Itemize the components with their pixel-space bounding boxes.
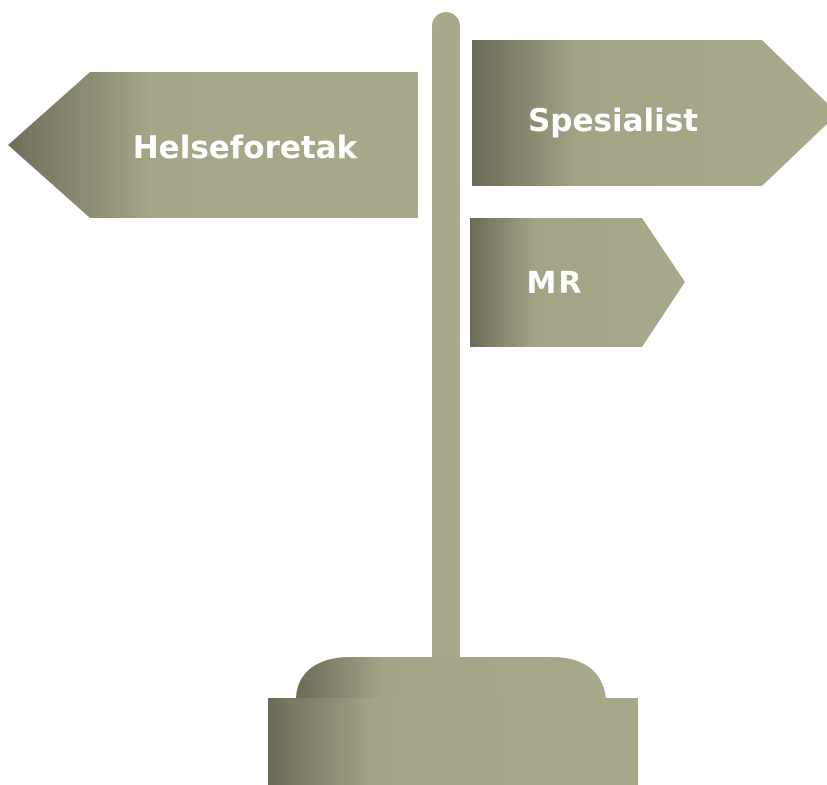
sign-right-top-board [472,40,827,186]
sign-right-bottom-label: MR [527,266,584,301]
signpost-base-top [296,657,606,700]
sign-right-top-label: Spesialist [528,103,698,139]
sign-right-bottom: MR [470,218,685,347]
signpost-pole [432,12,460,692]
signpost-base [268,657,638,785]
signpost-base-block [268,698,638,785]
sign-right-top: Spesialist [472,40,827,186]
sign-left: Helseforetak [8,72,418,218]
sign-left-board [8,72,418,218]
sign-left-label: Helseforetak [133,130,359,166]
sign-right-bottom-board [470,218,685,347]
